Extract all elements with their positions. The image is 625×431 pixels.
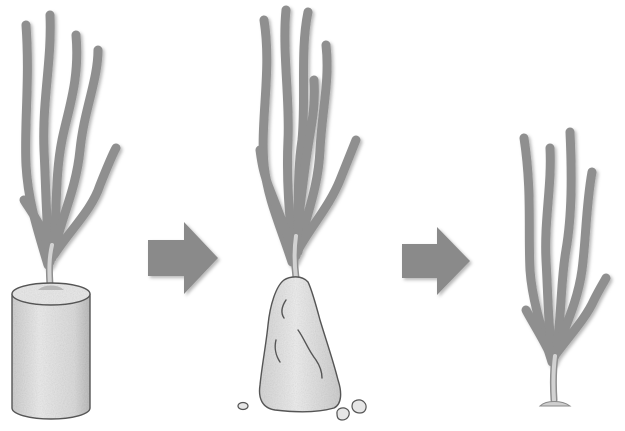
rock-fragment: [238, 403, 248, 410]
cylindrical-block: [12, 283, 90, 419]
right-arrow-icon: [402, 227, 470, 295]
stage-3-detached-seaweed: [524, 132, 606, 406]
rock-fragment: [352, 400, 366, 413]
arrow-2: [402, 227, 470, 295]
stage-1-fronds: [24, 15, 116, 265]
detached-holdfast: [540, 402, 570, 407]
stage-2-fronds: [260, 10, 356, 262]
arrow-1: [148, 222, 218, 294]
rock-fragment: [337, 408, 349, 420]
eroded-rock: [260, 277, 341, 412]
stage-3-fronds: [524, 132, 606, 362]
stage-2-eroding-holdfast: [238, 10, 366, 420]
stage-1-attached-seaweed: [12, 15, 116, 419]
right-arrow-icon: [148, 222, 218, 294]
